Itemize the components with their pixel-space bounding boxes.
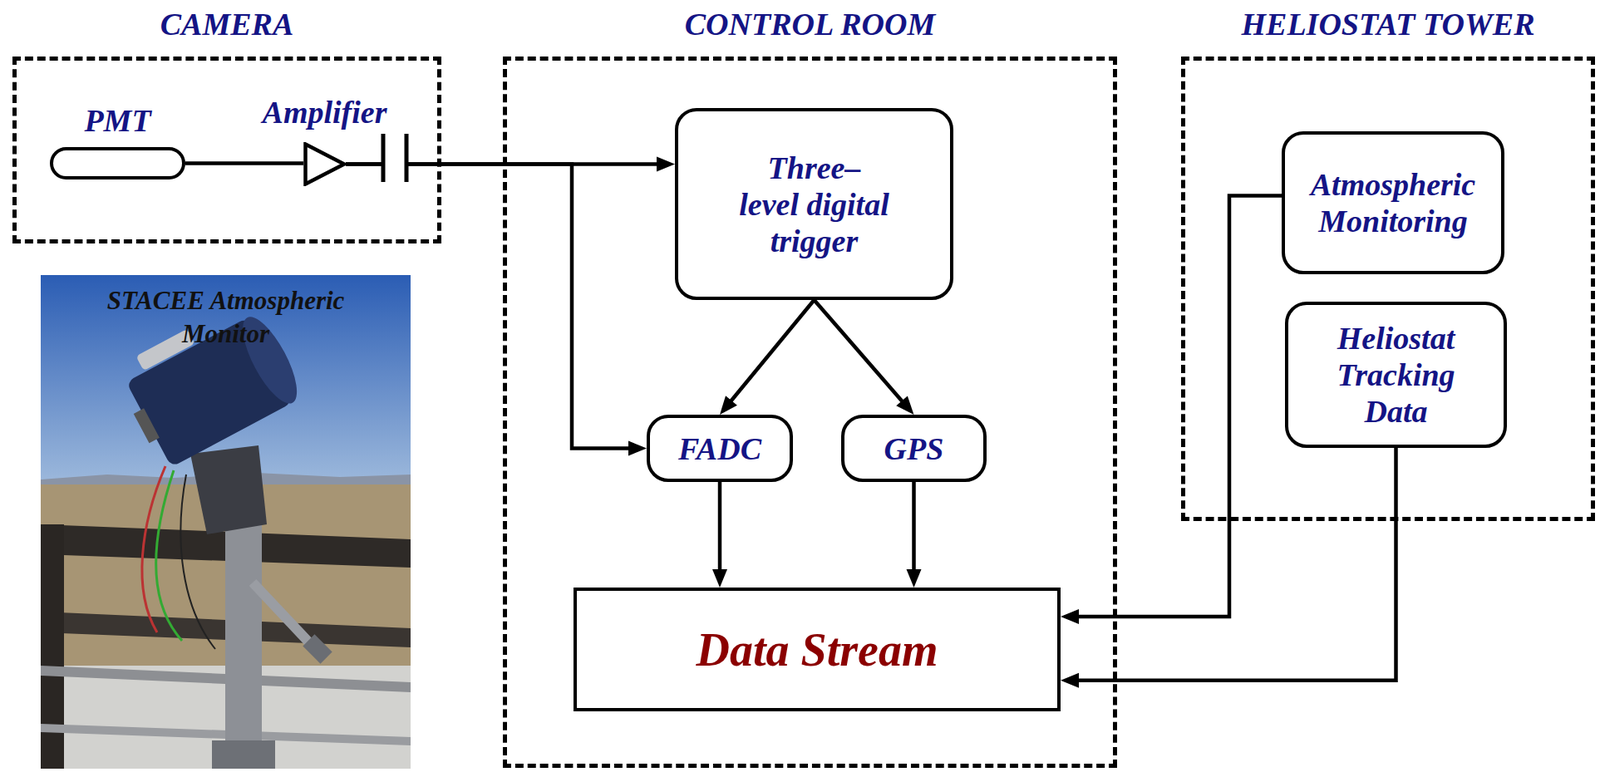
process-box: Three– level digital trigger: [674, 108, 954, 301]
box-text: Atmospheric Monitoring: [1304, 166, 1483, 240]
capacitor-plate: [404, 133, 409, 183]
connector-line: [718, 482, 723, 572]
title-holder: HELIOSTAT TOWER: [1135, 5, 1600, 43]
dashed-region: CONTROL ROOMThree– level digital trigger…: [502, 56, 1118, 768]
capacitor-gap: [384, 152, 405, 168]
amplifier-triangle: [303, 142, 346, 187]
title-holder: CAMERA: [0, 5, 488, 43]
amplifier-outline: [305, 144, 345, 185]
mount-head: [190, 445, 267, 535]
arrowhead: [719, 395, 738, 415]
connector: [906, 482, 922, 588]
connector-line: [814, 300, 904, 403]
connector-line: [1077, 448, 1397, 681]
capacitor-symbol: [374, 128, 416, 188]
box-text: FADC: [678, 430, 762, 468]
counterweight: [302, 634, 332, 664]
pier: [225, 524, 262, 769]
process-box: FADC: [646, 414, 793, 483]
arrowhead: [1060, 673, 1079, 689]
connector: [719, 300, 815, 415]
photo-caption-holder: STACEE Atmospheric Monitor: [40, 284, 411, 351]
box-text: Heliostat Tracking Data: [1313, 320, 1480, 430]
box-text: Three– level digital trigger: [736, 149, 892, 260]
arrowhead: [656, 157, 675, 173]
eyepiece: [133, 408, 160, 444]
component-label: PMT: [83, 103, 151, 138]
region-title: HELIOSTAT TOWER: [1240, 6, 1535, 42]
arrowhead: [628, 441, 647, 457]
process-box: Heliostat Tracking Data: [1284, 301, 1507, 448]
dashed-region: CAMERAPMTAmplifier: [12, 56, 442, 244]
connector-line: [1077, 195, 1282, 617]
connector-line: [911, 482, 916, 572]
process-box: Atmospheric Monitoring: [1281, 131, 1505, 275]
connector-line: [730, 300, 815, 403]
connector: [185, 162, 304, 164]
box-text: GPS: [884, 430, 945, 468]
pmt-tube: PMT: [49, 147, 186, 180]
connector-line: [185, 161, 304, 166]
capacitor-plate: [381, 133, 386, 183]
connector: [814, 300, 915, 415]
connector: [712, 482, 728, 588]
title-holder: Amplifier: [203, 93, 446, 131]
connector: [1060, 448, 1397, 689]
title-holder: CONTROL ROOM: [457, 5, 1163, 43]
region-title: CONTROL ROOM: [684, 6, 936, 42]
component-label: Amplifier: [262, 94, 388, 130]
arrowhead: [896, 395, 914, 415]
arrowhead: [1060, 609, 1079, 625]
monitor-photo: [40, 275, 411, 769]
photo-caption: STACEE Atmospheric Monitor: [86, 284, 365, 351]
cable: [180, 474, 216, 650]
box-text: Data Stream: [696, 623, 939, 677]
pier-base: [211, 740, 276, 769]
cable: [156, 470, 183, 641]
arrowhead: [906, 569, 922, 588]
title-holder: PMT: [0, 102, 282, 139]
dashed-region: HELIOSTAT TOWERAtmospheric MonitoringHel…: [1181, 56, 1596, 522]
data-stream-box: Data Stream: [573, 587, 1061, 712]
process-box: GPS: [841, 414, 987, 483]
arrowhead: [712, 569, 728, 588]
connector: [1060, 195, 1282, 625]
amplifier-symbol: Amplifier: [303, 142, 346, 187]
region-title: CAMERA: [160, 6, 295, 42]
